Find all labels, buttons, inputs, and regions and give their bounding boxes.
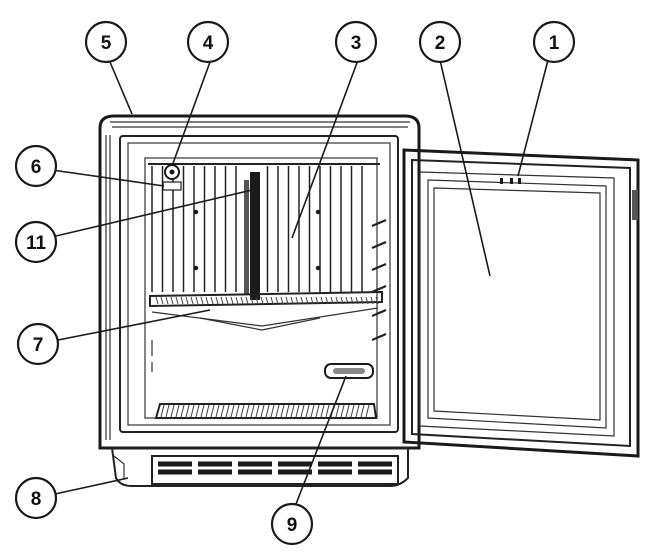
callout-6-label: 6 [31,157,42,178]
callout-11: 11 [14,220,58,264]
callout-11-label: 11 [26,233,47,254]
callout-3-label: 3 [351,33,362,54]
callout-2: 2 [418,20,462,64]
callout-8: 8 [14,476,58,520]
callout-3: 3 [334,20,378,64]
callout-1: 1 [532,20,576,64]
shelf-rails [371,218,387,342]
wire-shelf [149,290,383,331]
base-plinth [110,447,409,487]
fridge-door [402,148,640,458]
fridge-cabinet [98,114,421,450]
center-divider [244,172,260,300]
callout-8-label: 8 [31,489,42,510]
callout-7-label: 7 [33,335,44,356]
callout-4-label: 4 [203,33,214,54]
callout-5-label: 5 [101,33,112,54]
thermostat-knob [162,164,182,191]
callout-9-label: 9 [287,515,298,536]
cooling-fins [148,163,380,292]
callout-5: 5 [84,20,128,64]
callout-4: 4 [186,20,230,64]
callout-6: 6 [14,144,58,188]
lower-compartment [151,340,378,419]
callout-2-label: 2 [435,33,446,54]
callout-9: 9 [270,502,314,546]
callout-7: 7 [16,322,60,366]
callout-1-label: 1 [549,33,560,54]
leader-lines [51,59,549,505]
fin-mount-dots [193,209,321,271]
